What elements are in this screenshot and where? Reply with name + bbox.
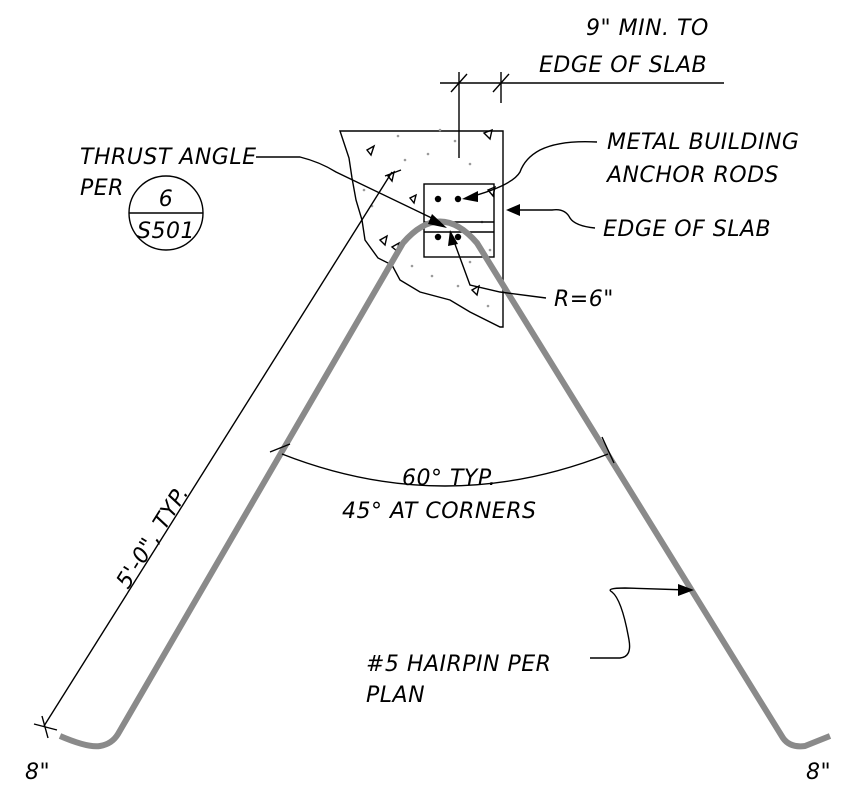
leaders (256, 140, 694, 659)
leg-length-left: 8" (25, 760, 50, 785)
angle-note-line2: 45° AT CORNERS (342, 499, 536, 524)
edge-of-slab-note: EDGE OF SLAB (603, 217, 771, 242)
clearance-note-line2: EDGE OF SLAB (539, 53, 707, 78)
hairpin-note-line1: #5 HAIRPIN PER (366, 652, 551, 677)
detail-callout: 6 S501 (128, 175, 204, 251)
anchor-rod (454, 195, 462, 203)
hairpin-rebar (58, 218, 832, 750)
angle-dimension (269, 436, 615, 487)
arrowhead (506, 204, 520, 216)
anchor-note-line2: ANCHOR RODS (605, 163, 779, 188)
arrowhead (462, 191, 478, 202)
arrowhead (428, 214, 447, 228)
detail-sheet: S501 (137, 219, 195, 244)
arrowhead (448, 230, 458, 246)
hairpin-note-line2: PLAN (366, 683, 425, 708)
leg-length-right: 8" (806, 760, 831, 785)
detail-number: 6 (159, 187, 174, 212)
anchor-rod (434, 233, 442, 241)
radius-note: R=6" (554, 287, 614, 312)
length-dimension (33, 169, 402, 739)
angle-note-line1: 60° TYP. (402, 466, 496, 491)
anchor-rod (454, 233, 462, 241)
thrust-note-line2: PER (80, 176, 124, 201)
arrowhead (678, 584, 694, 596)
clearance-dimension (440, 72, 724, 103)
clearance-note-line1: 9" MIN. TO (586, 16, 709, 41)
slab-section (339, 72, 504, 328)
anchor-note-line1: METAL BUILDING (607, 130, 799, 155)
thrust-note-line1: THRUST ANGLE (80, 145, 256, 170)
length-note: 5'-0", TYP. (112, 482, 195, 593)
slab-outline (339, 130, 504, 328)
anchor-rod (434, 195, 442, 203)
